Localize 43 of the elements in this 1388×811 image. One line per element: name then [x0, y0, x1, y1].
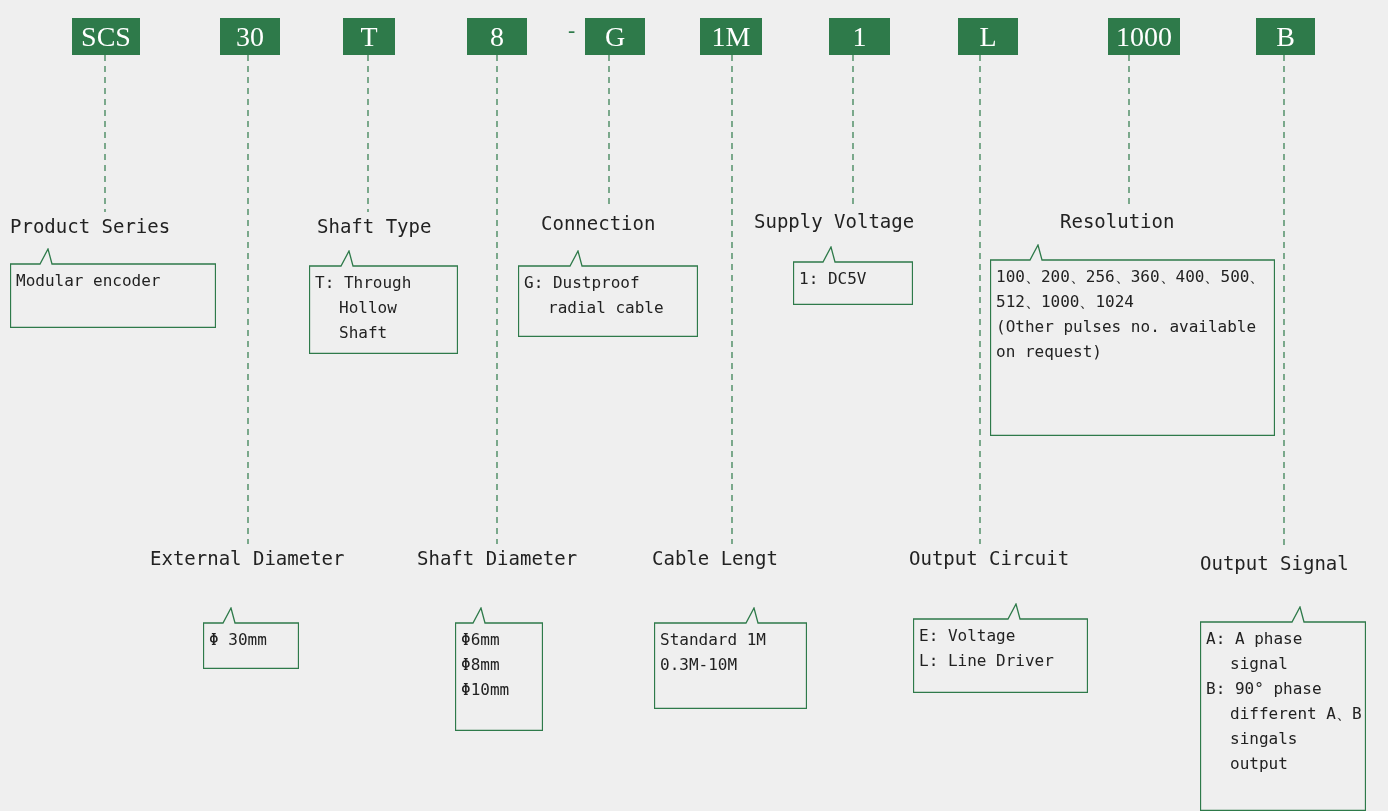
- callout-text: A: A phase signal: [1205, 628, 1304, 675]
- dashed-connector: [979, 54, 981, 545]
- dashed-connector: [247, 54, 249, 545]
- callout-text: (Other pulses no. available on request): [995, 316, 1258, 363]
- code-box: 30: [220, 18, 280, 55]
- callout-text: E: Voltage: [918, 625, 1017, 647]
- callout-text: Φ 30mm: [208, 629, 268, 651]
- callout-text: Φ6mm: [460, 629, 501, 651]
- callout-text: T: Through Hollow Shaft: [314, 272, 413, 344]
- field-heading: Product Series: [10, 214, 171, 239]
- callout-text: L: Line Driver: [918, 650, 1055, 672]
- callout-text: Φ8mm: [460, 654, 501, 676]
- callout-text: B: 90° phase different A、B singals output: [1205, 678, 1363, 775]
- dashed-connector: [731, 54, 733, 545]
- code-box: SCS: [72, 18, 140, 55]
- callout-text: Standard 1M: [659, 629, 767, 651]
- field-heading: Shaft Type: [317, 214, 432, 239]
- callout-text: G: Dustproof radial cable: [523, 272, 665, 319]
- callout-text: 1: DC5V: [798, 268, 868, 290]
- field-heading: External Diameter: [150, 546, 345, 571]
- code-box: G: [585, 18, 645, 55]
- field-heading: Cable Lengt: [652, 546, 778, 571]
- callout-text: Φ10mm: [460, 679, 511, 701]
- code-box: 1000: [1108, 18, 1180, 55]
- dashed-connector: [104, 54, 106, 213]
- separator-dash: -: [565, 18, 579, 43]
- field-heading: Output Signal: [1200, 551, 1349, 576]
- field-heading: Supply Voltage: [754, 209, 915, 234]
- code-box: B: [1256, 18, 1315, 55]
- dashed-connector: [496, 54, 498, 545]
- dashed-connector: [367, 54, 369, 213]
- code-box: 1M: [700, 18, 762, 55]
- field-heading: Connection: [541, 211, 656, 236]
- code-box: 8: [467, 18, 527, 55]
- callout-text: 100、200、256、360、400、500、512、1000、1024: [995, 266, 1267, 313]
- callout-text: 0.3M-10M: [659, 654, 739, 676]
- code-box: 1: [829, 18, 890, 55]
- code-box: T: [343, 18, 395, 55]
- field-heading: Resolution: [1060, 209, 1175, 234]
- field-heading: Output Circuit: [909, 546, 1070, 571]
- code-box: L: [958, 18, 1018, 55]
- field-heading: Shaft Diameter: [417, 546, 578, 571]
- callout-text: Modular encoder: [15, 270, 162, 292]
